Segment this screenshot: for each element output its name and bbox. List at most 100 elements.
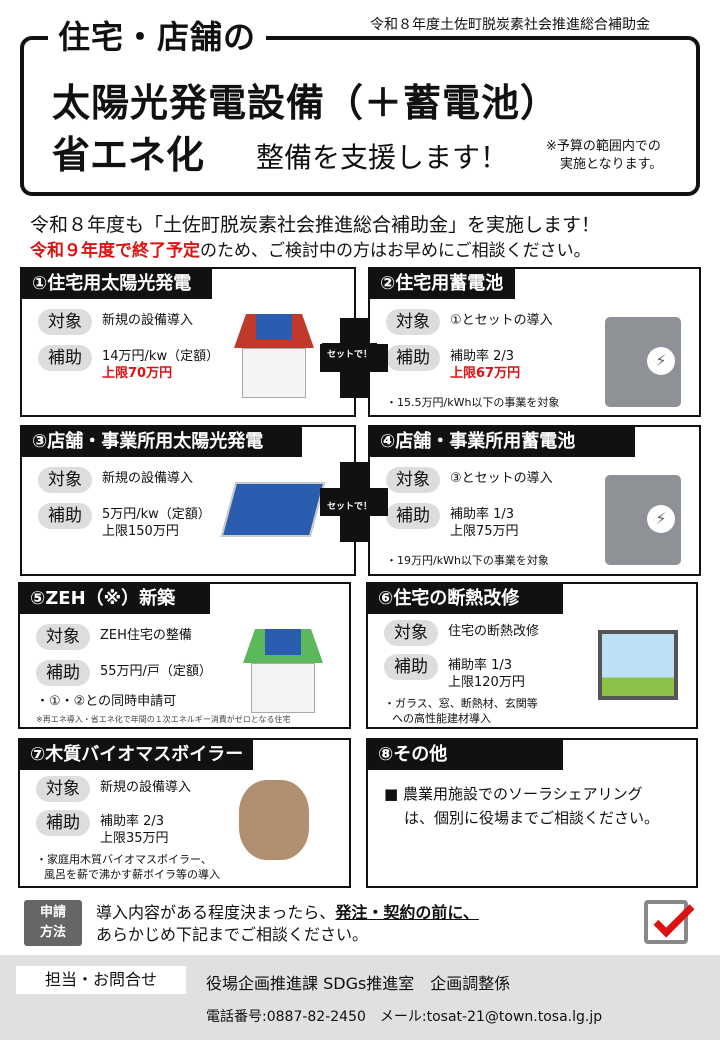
subsidy-amount: 14万円/kw（定額） bbox=[102, 349, 220, 364]
set-label: セットで！ bbox=[322, 343, 378, 364]
target-row: 対象新規の設備導入 bbox=[38, 467, 193, 493]
set-label: セットで！ bbox=[322, 495, 378, 516]
subsidy-row: 補助補助率 1/3 上限75万円 bbox=[386, 503, 519, 540]
subsidy-row: 補助 55万円/戸（定額） bbox=[36, 660, 212, 686]
subsidy-value: 55万円/戸（定額） bbox=[100, 660, 212, 680]
subsidy-row: 補助 5万円/kw（定額）上限150万円 bbox=[38, 503, 211, 540]
subsidy-value: 5万円/kw（定額）上限150万円 bbox=[102, 503, 211, 540]
subsidy-amount: 補助率 1/3 bbox=[450, 507, 515, 522]
subsidy-row: 補助補助率 2/3 上限35万円 bbox=[36, 810, 169, 847]
sub-title: 省エネ化 bbox=[52, 133, 205, 177]
note-line: ・家庭用木質バイオマスボイラー、 bbox=[36, 853, 212, 866]
target-label: 対象 bbox=[386, 309, 440, 335]
target-value: 新規の設備導入 bbox=[102, 313, 194, 328]
checkbox-icon bbox=[644, 896, 695, 944]
body-line: ■ 農業用施設でのソーラシェアリング bbox=[384, 785, 643, 803]
subsidy-card: ⑦木質バイオマスボイラー対象新規の設備導入補助補助率 2/3 上限35万円・家庭用… bbox=[18, 738, 351, 888]
card-title: ②住宅用蓄電池 bbox=[370, 269, 515, 299]
header-box bbox=[20, 36, 700, 196]
card-note: ・15.5万円/kWh以下の事業を対象 bbox=[386, 395, 559, 410]
contact-label: 担当・お問合せ bbox=[16, 966, 186, 994]
main-title: 太陽光発電設備（＋蓄電池） bbox=[52, 81, 560, 125]
subsidy-value: 補助率 2/3 上限67万円 bbox=[450, 345, 520, 382]
solar-panel-icon bbox=[220, 482, 326, 537]
target-label: 対象 bbox=[386, 467, 440, 493]
target-value: ③とセットの導入 bbox=[450, 471, 553, 486]
target-label: 対象 bbox=[38, 467, 92, 493]
subsidy-label: 補助 bbox=[38, 503, 92, 529]
program-name: 令和８年度土佐町脱炭素社会推進総合補助金 bbox=[370, 17, 650, 33]
note-line: ・19万円/kWh以下の事業を対象 bbox=[386, 554, 549, 567]
header-label: 住宅・店舗の bbox=[48, 12, 267, 58]
subsidy-limit: 上限70万円 bbox=[102, 366, 173, 381]
wood-pellets-icon bbox=[239, 780, 309, 860]
card-title: ⑤ZEH（※）新築 bbox=[20, 584, 210, 614]
subsidy-value: 補助率 1/3 上限75万円 bbox=[450, 503, 519, 540]
card-title: ④店舗・事業所用蓄電池 bbox=[370, 427, 635, 457]
target-value: 住宅の断熱改修 bbox=[448, 624, 540, 639]
subsidy-amount: 補助率 2/3 bbox=[100, 814, 165, 829]
note-line: 実施となります。 bbox=[560, 157, 663, 172]
battery-icon bbox=[605, 317, 681, 407]
card-note: ・19万円/kWh以下の事業を対象 bbox=[386, 553, 549, 568]
subsidy-card: ②住宅用蓄電池対象 ①とセットの導入補助補助率 2/3 上限67万円・15.5万円/… bbox=[368, 267, 701, 417]
subsidy-card: ⑧その他 ■ 農業用施設でのソーラシェアリングは、個別に役場までご相談ください。 bbox=[366, 738, 698, 888]
subsidy-value: 14万円/kw（定額） 上限70万円 bbox=[102, 345, 219, 382]
department: 役場企画推進課 SDGs推進室 企画調整係 bbox=[206, 974, 511, 993]
card-title: ③店舗・事業所用太陽光発電 bbox=[22, 427, 302, 457]
target-row: 対象 ③とセットの導入 bbox=[386, 467, 553, 493]
subsidy-label: 補助 bbox=[386, 503, 440, 529]
card-title: ①住宅用太陽光発電 bbox=[22, 269, 212, 299]
subsidy-amount: 補助率 2/3 bbox=[450, 349, 515, 364]
subsidy-limit: 上限67万円 bbox=[450, 366, 521, 381]
note-line: ※予算の範囲内での bbox=[546, 139, 661, 154]
subsidy-card: ④店舗・事業所用蓄電池対象 ③とセットの導入補助補助率 1/3 上限75万円・19万… bbox=[368, 425, 701, 576]
subsidy-limit: 上限35万円 bbox=[100, 831, 169, 846]
apply-emphasis: 発注・契約の前に、 bbox=[335, 903, 479, 922]
target-row: 対象 ①とセットの導入 bbox=[386, 309, 553, 335]
card-title: ⑦木質バイオマスボイラー bbox=[20, 740, 254, 770]
target-label: 対象 bbox=[38, 309, 92, 335]
battery-icon bbox=[605, 475, 681, 565]
body-line: は、個別に役場までご相談ください。 bbox=[404, 809, 660, 827]
note-line: 風呂を薪で沸かす薪ボイラ等の導入 bbox=[44, 868, 220, 881]
target-label: 対象 bbox=[36, 776, 90, 802]
contact-info: 電話番号:0887-82-2450 メール:tosat-21@town.tosa… bbox=[206, 1009, 603, 1025]
subsidy-label: 補助 bbox=[36, 660, 90, 686]
subsidy-value: 補助率 1/3 上限120万円 bbox=[448, 654, 525, 691]
house-solar-icon bbox=[234, 311, 314, 398]
target-value: ①とセットの導入 bbox=[450, 313, 553, 328]
intro-line-2: 令和９年度で終了予定のため、ご検討中の方はお早めにご相談ください。 bbox=[30, 236, 591, 261]
subsidy-limit: 上限75万円 bbox=[450, 524, 519, 539]
end-notice: 令和９年度で終了予定 bbox=[30, 241, 200, 261]
apply-line: あらかじめ下記までご相談ください。 bbox=[96, 925, 369, 944]
target-label: 対象 bbox=[384, 620, 438, 646]
subsidy-card: ①住宅用太陽光発電対象新規の設備導入補助 14万円/kw（定額） 上限70万円 bbox=[20, 267, 356, 417]
apply-line: 導入内容がある程度決まったら、 bbox=[96, 903, 336, 922]
subsidy-value: 補助率 2/3 上限35万円 bbox=[100, 810, 169, 847]
apply-method-badge: 申請方法 bbox=[24, 900, 82, 946]
other-text: ■ 農業用施設でのソーラシェアリングは、個別に役場までご相談ください。 bbox=[384, 782, 659, 830]
note-line: への高性能建材導入 bbox=[392, 712, 491, 725]
subsidy-amount: 55万円/戸（定額） bbox=[100, 664, 212, 679]
target-value: ZEH住宅の整備 bbox=[100, 628, 192, 643]
subsidy-label: 補助 bbox=[386, 345, 440, 371]
subsidy-label: 補助 bbox=[38, 345, 92, 371]
target-value: 新規の設備導入 bbox=[102, 471, 194, 486]
card-title: ⑧その他 bbox=[368, 740, 563, 770]
subsidy-label: 補助 bbox=[36, 810, 90, 836]
subsidy-limit: 上限150万円 bbox=[102, 524, 179, 539]
note-line: ・ガラス、窓、断熱材、玄関等 bbox=[384, 697, 538, 710]
target-row: 対象新規の設備導入 bbox=[36, 776, 191, 802]
badge-line: 方法 bbox=[39, 925, 66, 940]
note-line: ・15.5万円/kWh以下の事業を対象 bbox=[386, 396, 560, 409]
target-row: 対象住宅の断熱改修 bbox=[384, 620, 539, 646]
subsidy-row: 補助補助率 2/3 上限67万円 bbox=[386, 345, 520, 382]
subsidy-amount: 補助率 1/3 bbox=[448, 658, 513, 673]
budget-note: ※予算の範囲内での実施となります。 bbox=[546, 138, 662, 174]
subsidy-limit: 上限120万円 bbox=[448, 675, 525, 690]
intro-line: 令和８年度も「土佐町脱炭素社会推進総合補助金」を実施します！ bbox=[30, 214, 601, 236]
